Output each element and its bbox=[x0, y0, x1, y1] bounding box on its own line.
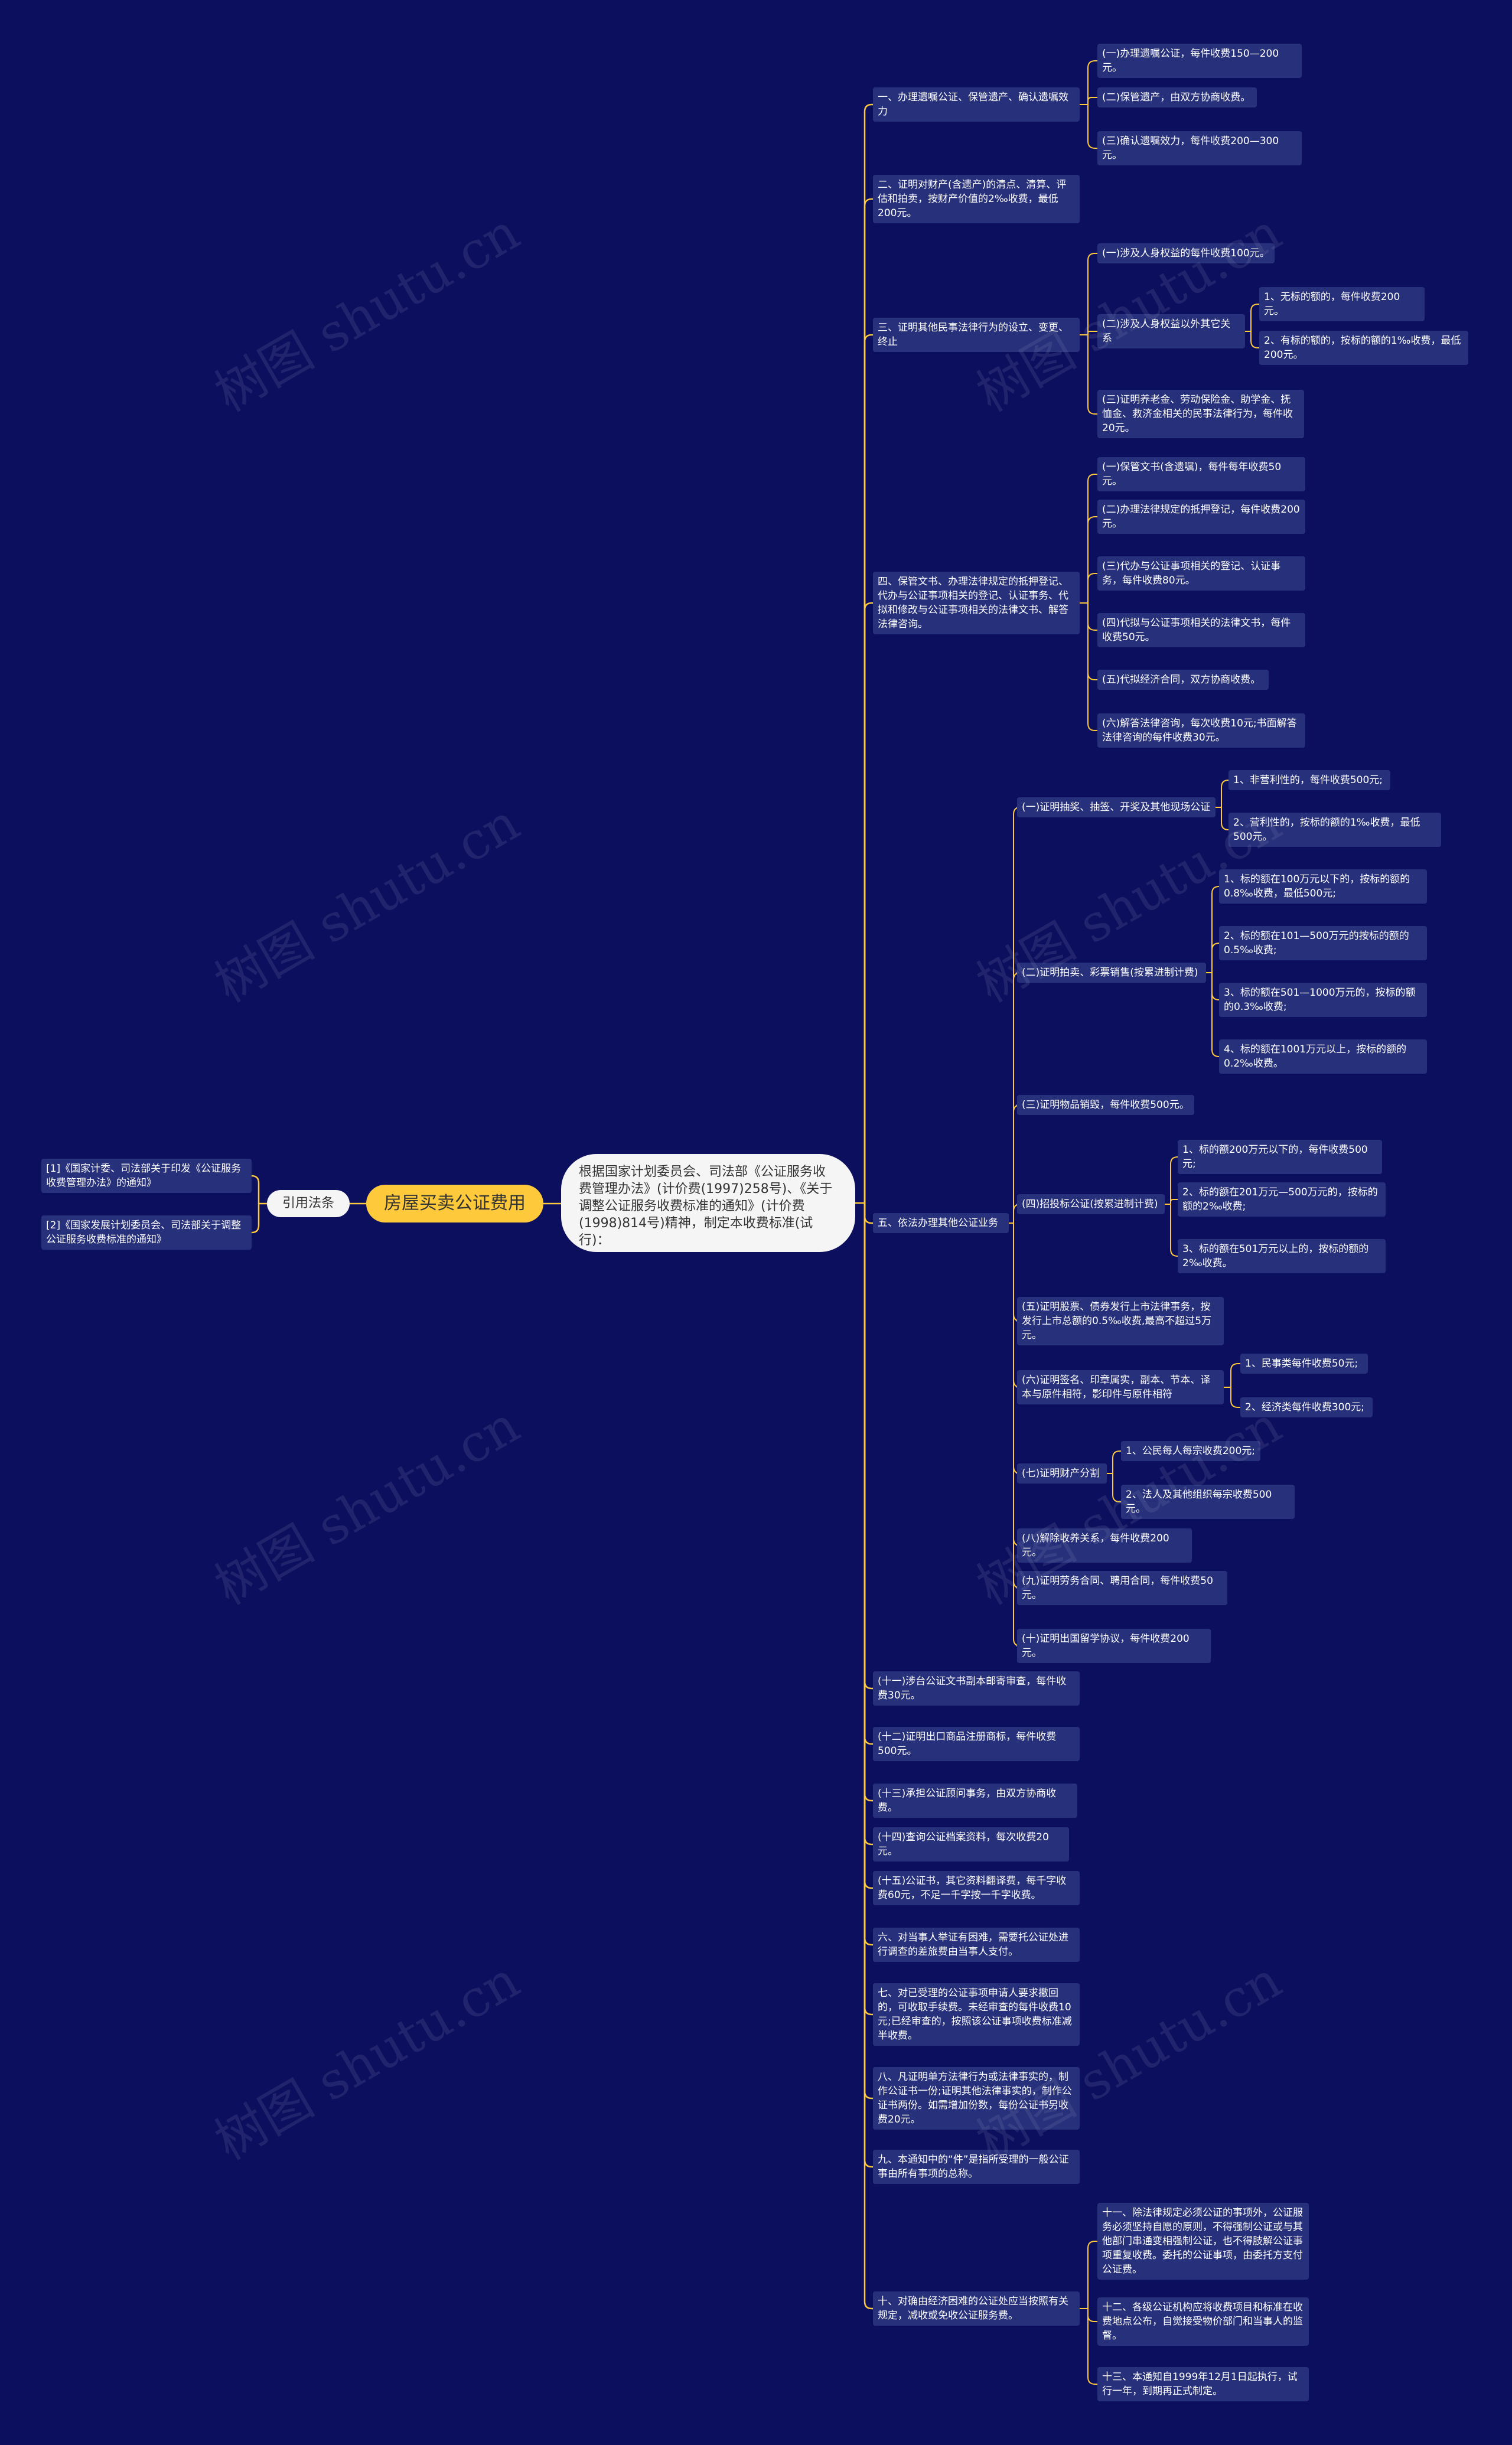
connector-line bbox=[1170, 1199, 1178, 1205]
root-node[interactable]: 根据国家计划委员会、司法部《公证服务收费管理办法》(计价费(1997)258号)… bbox=[561, 1154, 855, 1252]
section-5-item[interactable]: (一)证明抽奖、抽签、开奖及其他现场公证 bbox=[1017, 797, 1216, 817]
section-10-item[interactable]: 十三、本通知自1999年12月1日起执行，试行一年，到期再正式制定。 bbox=[1097, 2367, 1309, 2401]
connector-line bbox=[1087, 60, 1098, 105]
section-node[interactable]: 七、对已受理的公证事项申请人要求撤回的，可收取手续费。未经审查的每件收费10元;… bbox=[873, 1983, 1080, 2046]
connector-line bbox=[1087, 2308, 1098, 2385]
connector-line bbox=[1087, 253, 1098, 335]
section-5-item[interactable]: (八)解除收养关系，每件收费200元。 bbox=[1017, 1528, 1192, 1563]
section-5-sub-item[interactable]: 3、标的额在501—1000万元的，按标的额的0.3‰收费; bbox=[1219, 983, 1427, 1017]
section-5-sub-item[interactable]: 1、公民每人每宗收费200元; bbox=[1121, 1441, 1260, 1461]
section-node[interactable]: 六、对当事人举证有困难，需要托公证处进行调查的差旅费由当事人支付。 bbox=[873, 1928, 1080, 1962]
section-3-item[interactable]: (一)涉及人身权益的每件收费100元。 bbox=[1097, 243, 1275, 263]
section-4-item[interactable]: (五)代拟经济合同，双方协商收费。 bbox=[1097, 670, 1269, 690]
section-1[interactable]: 一、办理遗嘱公证、保管遗产、确认遗嘱效力 bbox=[873, 87, 1080, 122]
connector-line bbox=[1087, 331, 1098, 335]
section-3-item[interactable]: (二)涉及人身权益以外其它关系 bbox=[1097, 314, 1245, 348]
section-node[interactable]: (十五)公证书，其它资料翻译费，每千字收费60元，不足一千字按一千字收费。 bbox=[873, 1871, 1080, 1905]
section-5-item[interactable]: (七)证明财产分割 bbox=[1017, 1463, 1107, 1484]
connector-line bbox=[1250, 304, 1260, 332]
connector-line bbox=[863, 602, 874, 1204]
section-5-sub-item[interactable]: 3、标的额在501万元以上的，按标的额的2‰收费。 bbox=[1178, 1239, 1386, 1273]
section-3[interactable]: 三、证明其他民事法律行为的设立、变更、终止 bbox=[873, 318, 1080, 352]
connector-line bbox=[1112, 1473, 1122, 1502]
connector-line bbox=[1211, 943, 1220, 973]
connector-line bbox=[1087, 573, 1098, 604]
connector-line bbox=[250, 1202, 260, 1234]
connector-line bbox=[1230, 1387, 1241, 1408]
section-node[interactable]: (十二)证明出口商品注册商标，每件收费500元。 bbox=[873, 1727, 1080, 1761]
section-5-sub-item[interactable]: 1、标的额在100万元以下的，按标的额的0.8‰收费，最低500元; bbox=[1219, 869, 1427, 904]
section-3-item[interactable]: (三)证明养老金、劳动保险金、助学金、抚恤金、救济金相关的民事法律行为，每件收2… bbox=[1097, 390, 1304, 438]
section-5-sub-item[interactable]: 4、标的额在1001万元以上，按标的额的0.2‰收费。 bbox=[1219, 1039, 1427, 1074]
connector-line bbox=[1087, 334, 1098, 415]
section-5-item[interactable]: (九)证明劳务合同、聘用合同，每件收费50元。 bbox=[1017, 1571, 1227, 1605]
section-1-item[interactable]: (二)保管遗产，由双方协商收费。 bbox=[1097, 87, 1257, 107]
section-4-item[interactable]: (四)代拟与公证事项相关的法律文书，每件收费50元。 bbox=[1097, 613, 1305, 647]
section-5-item[interactable]: (四)招投标公证(按累进制计费) bbox=[1017, 1194, 1165, 1214]
connector-line bbox=[1211, 972, 1220, 1057]
connector-line bbox=[1221, 780, 1229, 808]
section-1-item[interactable]: (一)办理遗嘱公证，每件收费150—200元。 bbox=[1097, 44, 1302, 78]
section-10[interactable]: 十、对确由经济困难的公证处应当按照有关规定，减收或免收公证服务费。 bbox=[873, 2291, 1080, 2326]
connector-line bbox=[250, 1175, 260, 1205]
central-topic[interactable]: 房屋买卖公证费用 bbox=[366, 1185, 543, 1222]
section-node[interactable]: 九、本通知中的“件”是指所受理的一般公证事由所有事项的总称。 bbox=[873, 2150, 1080, 2184]
section-5-sub-item[interactable]: 2、标的额在101—500万元的按标的额的0.5‰收费; bbox=[1219, 926, 1427, 960]
citation-item[interactable]: [1]《国家计委、司法部关于印发《公证服务收费管理办法》的通知》 bbox=[41, 1159, 252, 1193]
connector-line bbox=[863, 103, 874, 1204]
connector-line bbox=[1087, 516, 1098, 604]
connector-line bbox=[1170, 1156, 1178, 1205]
connector-line bbox=[1087, 602, 1098, 731]
section-5-sub-item[interactable]: 2、法人及其他组织每宗收费500元。 bbox=[1121, 1485, 1295, 1519]
section-4-item[interactable]: (一)保管文书(含遗嘱)，每件每年收费50元。 bbox=[1097, 457, 1305, 491]
section-5-item[interactable]: (二)证明拍卖、彩票销售(按累进制计费) bbox=[1017, 963, 1206, 983]
section-5-sub-item[interactable]: 1、非营利性的，每件收费500元; bbox=[1228, 770, 1390, 790]
section-5-item[interactable]: (六)证明签名、印章属实，副本、节本、译本与原件相符，影印件与原件相符 bbox=[1017, 1370, 1224, 1404]
section-5[interactable]: 五、依法办理其他公证业务 bbox=[873, 1213, 1009, 1233]
section-4-item[interactable]: (三)代办与公证事项相关的登记、认证事务，每件收费80元。 bbox=[1097, 556, 1305, 591]
section-10-item[interactable]: 十二、各级公证机构应将收费项目和标准在收费地点公布，自觉接受物价部门和当事人的监… bbox=[1097, 2297, 1309, 2346]
section-5-item[interactable]: (五)证明股票、债券发行上市法律事务，按发行上市总额的0.5‰收费,最高不超过5… bbox=[1017, 1297, 1224, 1345]
connector-line bbox=[1170, 1204, 1178, 1257]
section-4[interactable]: 四、保管文书、办理法律规定的抵押登记、代办与公证事项相关的登记、认证事务、代拟和… bbox=[873, 572, 1080, 634]
connector-line bbox=[863, 198, 874, 1204]
section-5-item[interactable]: (十)证明出国留学协议，每件收费200元。 bbox=[1017, 1629, 1211, 1663]
connector-line bbox=[863, 334, 874, 1204]
section-1-item[interactable]: (三)确认遗嘱效力，每件收费200—300元。 bbox=[1097, 131, 1302, 165]
section-10-item[interactable]: 十一、除法律规定必须公证的事项外，公证服务必须坚持自愿的原则，不得强制公证或与其… bbox=[1097, 2203, 1309, 2280]
section-5-sub-item[interactable]: 2、标的额在201万元—500万元的，按标的额的2‰收费; bbox=[1178, 1182, 1386, 1217]
citations-label[interactable]: 引用法条 bbox=[267, 1190, 350, 1217]
connector-line bbox=[1211, 886, 1220, 973]
section-5-sub-item[interactable]: 1、民事类每件收费50元; bbox=[1240, 1354, 1368, 1374]
connector-line bbox=[1250, 331, 1260, 348]
connector-line bbox=[863, 1202, 874, 2310]
section-5-sub-item[interactable]: 2、经济类每件收费300元; bbox=[1240, 1397, 1373, 1417]
section-5-sub-item[interactable]: 1、标的额200万元以下的，每件收费500元; bbox=[1178, 1140, 1382, 1174]
citation-item[interactable]: [2]《国家发展计划委员会、司法部关于调整公证服务收费标准的通知》 bbox=[41, 1215, 252, 1250]
connector-line bbox=[1087, 474, 1098, 604]
section-node[interactable]: (十一)涉台公证文书副本邮寄审查，每件收费30元。 bbox=[873, 1671, 1080, 1706]
section-3-sub-item[interactable]: 2、有标的额的，按标的额的1‰收费，最低200元。 bbox=[1259, 331, 1468, 365]
connector-line bbox=[1230, 1363, 1241, 1388]
section-2[interactable]: 二、证明对财产(含遗产)的清点、清算、评估和拍卖，按财产价值的2‰收费，最低20… bbox=[873, 175, 1080, 223]
section-node[interactable]: 八、凡证明单方法律行为或法律事实的，制作公证书一份;证明其他法律事实的，制作公证… bbox=[873, 2067, 1080, 2130]
section-node[interactable]: (十三)承担公证顾问事务，由双方协商收费。 bbox=[873, 1784, 1077, 1818]
connector-line bbox=[1087, 97, 1098, 105]
connector-line bbox=[1087, 2241, 1098, 2309]
section-5-sub-item[interactable]: 2、营利性的，按标的额的1‰收费，最低500元。 bbox=[1228, 813, 1441, 847]
connector-line bbox=[1112, 1450, 1122, 1474]
section-4-item[interactable]: (六)解答法律咨询，每次收费10元;书面解答法律咨询的每件收费30元。 bbox=[1097, 713, 1305, 748]
connector-line bbox=[1087, 104, 1098, 149]
connector-line bbox=[1221, 807, 1229, 830]
section-4-item[interactable]: (二)办理法律规定的抵押登记，每件收费200元。 bbox=[1097, 500, 1305, 534]
section-5-item[interactable]: (三)证明物品销毁，每件收费500元。 bbox=[1017, 1095, 1194, 1115]
section-3-sub-item[interactable]: 1、无标的额的，每件收费200元。 bbox=[1259, 287, 1425, 321]
section-node[interactable]: (十四)查询公证档案资料，每次收费20元。 bbox=[873, 1827, 1069, 1862]
